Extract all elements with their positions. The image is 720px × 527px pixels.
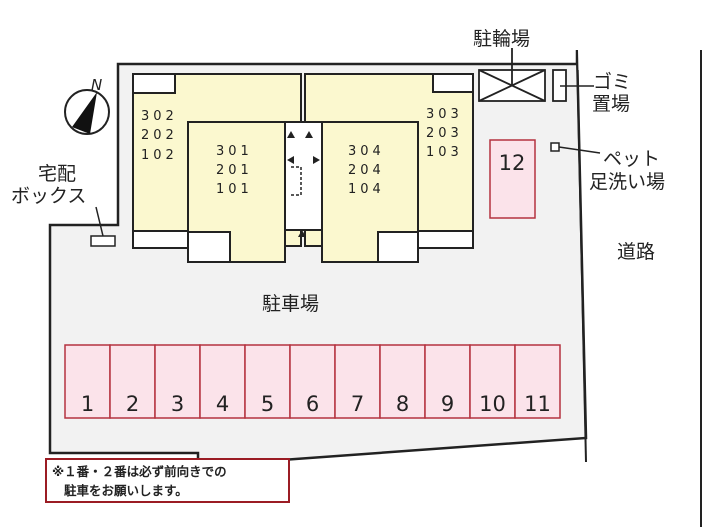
delivery-box-icon bbox=[90, 235, 116, 247]
unit-number: 303 bbox=[426, 107, 463, 122]
parking-spot-number: 3 bbox=[171, 392, 184, 416]
parking-spot-7 bbox=[334, 344, 381, 419]
parking-spot-number: 4 bbox=[216, 392, 229, 416]
parking-spot-number: 7 bbox=[351, 392, 364, 416]
parking-note-text: ※１番・２番は必ず前向きでの bbox=[52, 464, 227, 479]
pet-wash-icon bbox=[550, 142, 560, 152]
balcony bbox=[132, 230, 189, 249]
unit-number: 102 bbox=[141, 148, 178, 163]
unit-number: 301 bbox=[216, 144, 253, 159]
parking-note-text: 駐車をお願いします。 bbox=[64, 483, 188, 498]
parking-lot-label: 駐車場 bbox=[262, 293, 319, 315]
unit-number: 302 bbox=[141, 109, 178, 124]
parking-spot-10 bbox=[469, 344, 516, 419]
parking-spot-1 bbox=[64, 344, 111, 419]
bicycle-parking-label: 駐輪場 bbox=[473, 28, 530, 50]
balcony bbox=[187, 231, 231, 263]
parking-spot-number: 8 bbox=[396, 392, 409, 416]
unit-number: 201 bbox=[216, 163, 253, 178]
building bbox=[132, 73, 474, 263]
unit-number: 204 bbox=[348, 163, 385, 178]
balcony bbox=[417, 230, 474, 249]
unit-number: 103 bbox=[426, 145, 463, 160]
parking-spot-6 bbox=[289, 344, 336, 419]
road-edge-line bbox=[576, 49, 587, 463]
unit-number: 203 bbox=[426, 126, 463, 141]
delivery-box-label: 宅配 bbox=[38, 163, 76, 185]
garbage-label: 置場 bbox=[592, 93, 630, 115]
parking-spot-number: 9 bbox=[441, 392, 454, 416]
north-label: N bbox=[91, 76, 102, 94]
unit-number: 202 bbox=[141, 128, 178, 143]
north-compass-icon: N bbox=[64, 76, 110, 135]
parking-spot-number: 11 bbox=[524, 392, 551, 416]
parking-spot-number: 5 bbox=[261, 392, 274, 416]
parking-spot-9 bbox=[424, 344, 471, 419]
unit-number: 304 bbox=[348, 144, 385, 159]
parking-spot-number: 12 bbox=[499, 151, 526, 175]
pet-wash-label: ペット bbox=[603, 148, 660, 170]
balcony bbox=[132, 73, 176, 94]
parking-spot-2 bbox=[109, 344, 156, 419]
parking-spot-11 bbox=[514, 344, 561, 419]
pet-wash-label: 足洗い場 bbox=[589, 171, 665, 193]
garbage-label: ゴミ bbox=[593, 71, 631, 93]
delivery-box-label: ボックス bbox=[11, 185, 86, 207]
stair-outline bbox=[289, 166, 302, 196]
balcony bbox=[432, 73, 474, 93]
unit-number: 104 bbox=[348, 182, 385, 197]
parking-spot-4 bbox=[199, 344, 246, 419]
bicycle-parking-icon bbox=[478, 48, 546, 102]
unit-number: 101 bbox=[216, 182, 253, 197]
balcony bbox=[377, 231, 419, 263]
parking-spot-number: 2 bbox=[126, 392, 139, 416]
parking-spot-12 bbox=[489, 139, 536, 219]
parking-spot-number: 6 bbox=[306, 392, 319, 416]
parking-note-box bbox=[45, 458, 290, 503]
stairwell bbox=[284, 121, 323, 231]
entrance-arrows bbox=[287, 131, 320, 237]
road-label: 道路 bbox=[617, 241, 655, 263]
parking-spot-number: 1 bbox=[81, 392, 94, 416]
parking-spot-3 bbox=[154, 344, 201, 419]
parking-spot-number: 10 bbox=[479, 392, 506, 416]
